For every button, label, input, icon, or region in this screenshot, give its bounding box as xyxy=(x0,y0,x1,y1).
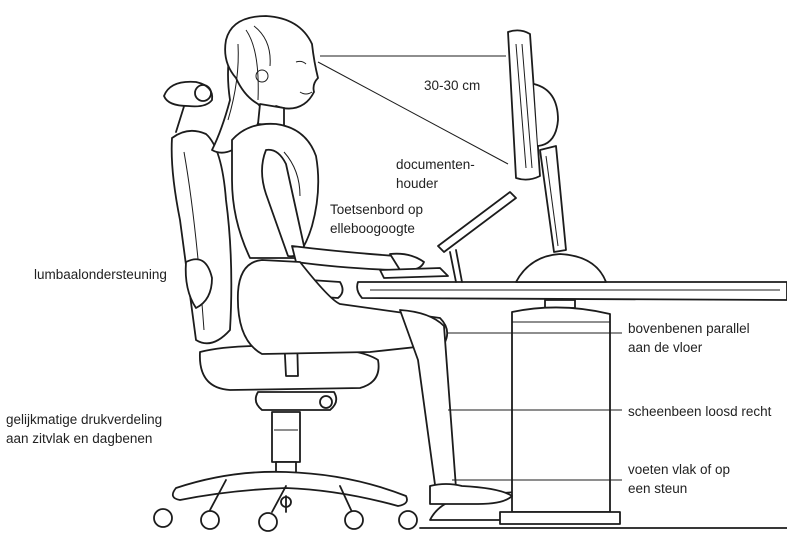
pressure-distribution-label-line1: gelijkmatige drukverdeling xyxy=(6,411,162,428)
viewing-distance-label: 30-30 cm xyxy=(424,77,480,94)
sight-lines xyxy=(318,56,508,164)
document-holder xyxy=(438,192,516,282)
feet-flat-label-line2: een steun xyxy=(628,480,687,497)
document-holder-label-line1: documenten- xyxy=(396,156,475,173)
thighs-parallel-label-line1: bovenbenen parallel xyxy=(628,320,750,337)
monitor xyxy=(508,30,606,282)
thighs-parallel-label-line2: aan de vloer xyxy=(628,339,702,356)
shin-vertical-label: scheenbeen loosd recht xyxy=(628,403,771,420)
document-holder-label-line2: houder xyxy=(396,175,438,192)
pressure-distribution-label-line2: aan zitvlak en dagbenen xyxy=(6,430,152,447)
feet-flat-label-line1: voeten vlak of op xyxy=(628,461,730,478)
keyboard-height-label-line2: elleboogoogte xyxy=(330,220,415,237)
lumbar-support-label: lumbaalondersteuning xyxy=(34,266,167,283)
keyboard-height-label-line1: Toetsenbord op xyxy=(330,201,423,218)
